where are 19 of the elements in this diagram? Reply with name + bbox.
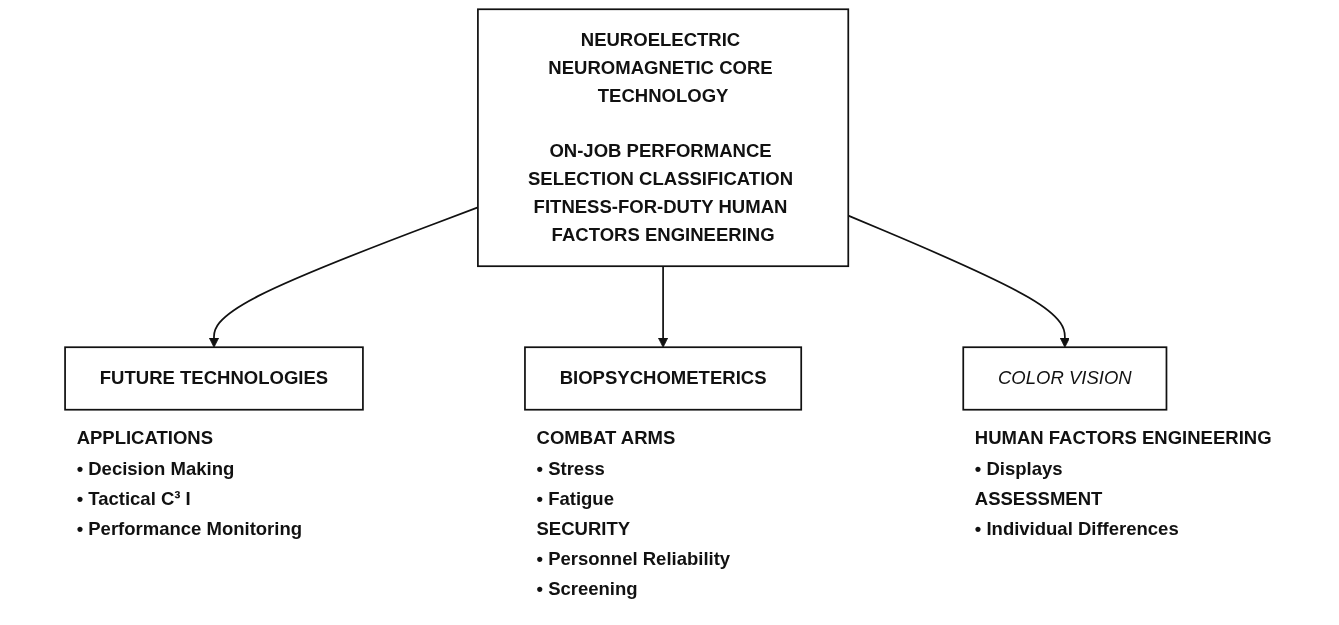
annotation-text: • Individual Differences	[974, 517, 1179, 539]
annotation-text: SECURITY	[536, 517, 631, 539]
annotation-text: • Decision Making	[76, 457, 235, 479]
annotation-text: COMBAT ARMS	[536, 427, 676, 449]
annotation-text: • Tactical C³ I	[76, 487, 191, 509]
annotation-text: • Fatigue	[536, 487, 614, 509]
annotation-text: • Personnel Reliability	[536, 547, 731, 569]
annotation-text: • Screening	[536, 577, 638, 599]
node-box: NEUROELECTRIC NEUROMAGNETIC CORE TECHNOLOGY ON-JOB PERFORMANCE SELECTION CLASSIFICATION FITNESS-FOR-DUTY HUMAN FACTORS ENGINEERING	[477, 8, 850, 268]
annotation-text: HUMAN FACTORS ENGINEERING	[974, 427, 1272, 449]
node-box: FUTURE TECHNOLOGIES	[64, 346, 364, 411]
annotation-text: • Performance Monitoring	[76, 517, 303, 539]
node-box: BIOPSYCHOMETERICS	[524, 346, 803, 411]
annotation-text: APPLICATIONS	[76, 427, 213, 449]
annotation-text: ASSESSMENT	[974, 487, 1103, 509]
node-box: COLOR VISION	[962, 346, 1168, 411]
arrow	[658, 265, 669, 348]
annotation-text: • Displays	[974, 457, 1063, 479]
annotation-text: • Stress	[536, 457, 605, 479]
